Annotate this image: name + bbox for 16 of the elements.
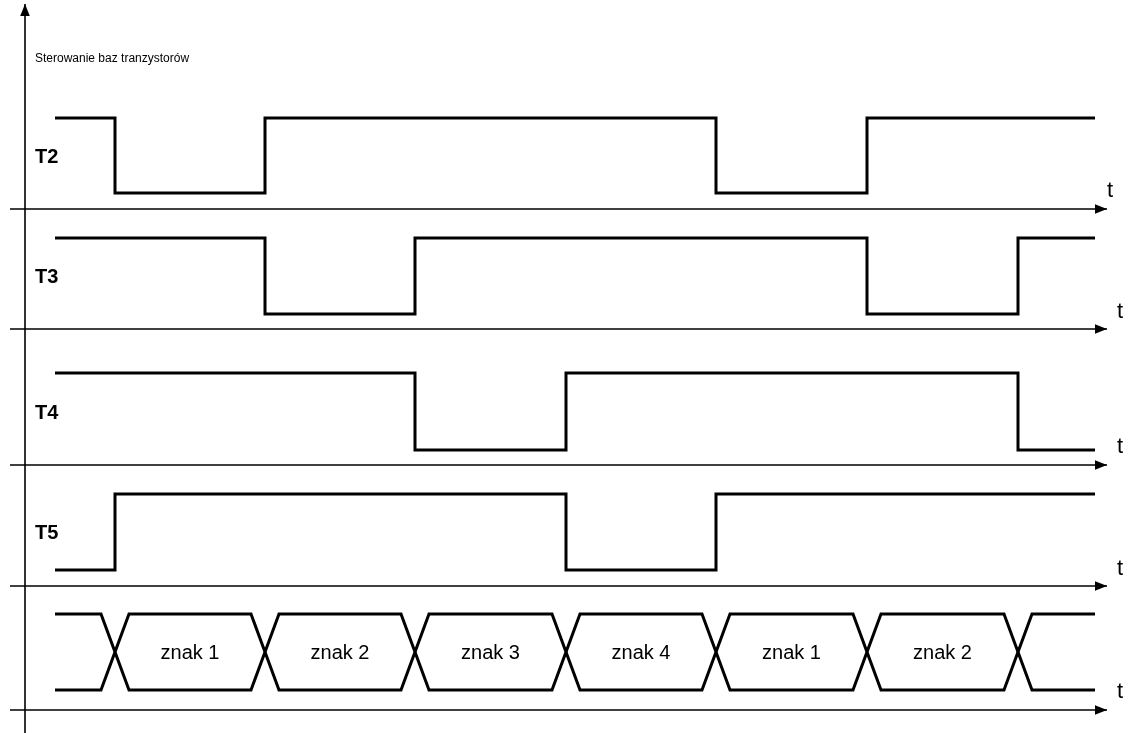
axis-label: t [1117, 557, 1124, 579]
data-segment: znak 2 [867, 614, 1018, 690]
data-segment: znak 4 [566, 614, 716, 690]
axis-label: t [1117, 300, 1124, 322]
data-segment: znak 2 [265, 614, 415, 690]
signal-name: T3 [35, 266, 59, 286]
axis-title: Sterowanie baz tranzystorów [35, 52, 190, 64]
data-segment: znak 1 [716, 614, 867, 690]
data-segment: znak 3 [415, 614, 566, 690]
axis-label: t [1117, 435, 1124, 457]
signal-name: T4 [35, 402, 59, 422]
axis-label: t [1107, 179, 1114, 201]
signal-name: T2 [35, 146, 59, 166]
data-segment: znak 1 [115, 614, 265, 690]
axis-label: t [1117, 680, 1124, 702]
signal-name: T5 [35, 522, 59, 542]
